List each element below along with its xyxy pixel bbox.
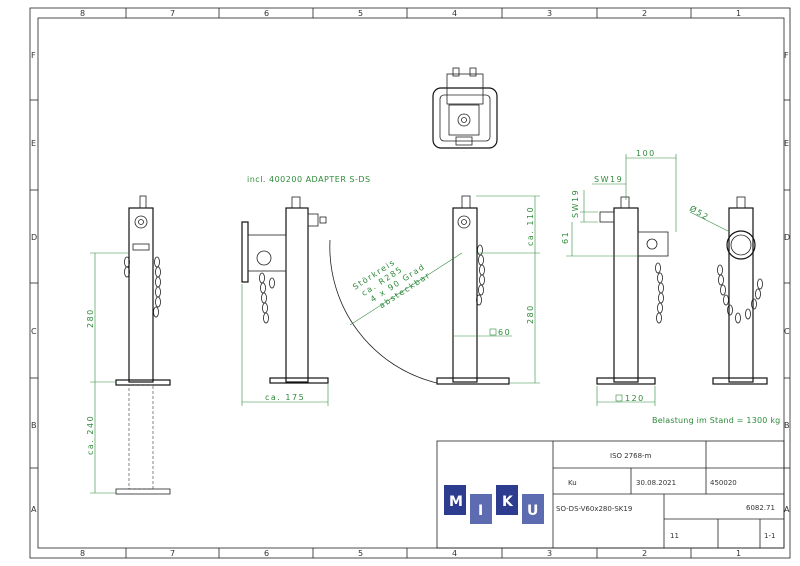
miku-logo: M I K U — [444, 485, 544, 524]
dim-60: 60 — [498, 328, 511, 337]
column-label: 1 — [736, 9, 741, 18]
dim-61: 61 — [561, 231, 570, 244]
dim-175: ca. 175 — [265, 393, 305, 402]
column-label: 4 — [452, 9, 457, 18]
logo-letter: M — [449, 494, 463, 510]
dim-280-mid: 280 — [526, 304, 535, 324]
rear-view-5 — [712, 196, 768, 385]
row-label: D — [784, 233, 790, 242]
dim-120: 120 — [625, 394, 645, 403]
logo-letter: I — [478, 503, 483, 519]
drawing-frame: 8 7 6 5 4 3 2 1 8 7 6 5 4 3 2 1 F E D C … — [29, 7, 791, 559]
column-label: 7 — [170, 549, 175, 558]
column-label: 2 — [642, 549, 647, 558]
row-label: D — [31, 233, 37, 242]
column-label: 7 — [170, 9, 175, 18]
tb-standard: ISO 2768-m — [610, 452, 652, 460]
dim-sw19-v: SW19 — [571, 189, 580, 218]
square-symbol — [615, 394, 623, 402]
row-label: E — [31, 139, 36, 148]
column-label: 5 — [358, 549, 363, 558]
dim-110: ca. 110 — [526, 206, 535, 246]
column-label: 6 — [264, 549, 269, 558]
row-label: A — [784, 505, 790, 514]
front-view-1 — [115, 195, 171, 495]
column-label: 4 — [452, 549, 457, 558]
row-label: B — [784, 421, 790, 430]
tb-date: 30.08.2021 — [636, 479, 676, 487]
load-note: Belastung im Stand = 1300 kg — [652, 416, 780, 425]
tb-author: Ku — [568, 479, 577, 487]
tb-format: 11 — [670, 532, 679, 540]
row-label: B — [31, 421, 37, 430]
column-label: 8 — [80, 9, 85, 18]
side-view-4 — [596, 196, 669, 385]
top-view — [432, 67, 498, 149]
tb-code: 6082.71 — [746, 504, 775, 512]
adapter-note: incl. 400200 ADAPTER S-DS — [247, 175, 371, 184]
row-label: E — [784, 139, 789, 148]
column-label: 5 — [358, 9, 363, 18]
column-label: 2 — [642, 9, 647, 18]
row-label: F — [784, 51, 789, 60]
row-label: C — [784, 327, 790, 336]
column-label: 6 — [264, 9, 269, 18]
logo-box — [470, 494, 492, 524]
logo-box — [522, 494, 544, 524]
dim-280-left: 280 — [86, 308, 95, 328]
side-view-adapter — [241, 196, 329, 384]
row-label: F — [31, 51, 36, 60]
tb-sheet: 1-1 — [764, 532, 775, 540]
logo-box — [444, 485, 466, 515]
logo-box — [496, 485, 518, 515]
dim-240: ca. 240 — [86, 415, 95, 455]
dim-d52: Ø52 — [688, 203, 711, 222]
tb-number: 450020 — [710, 479, 737, 487]
tb-part-name: SO-DS-V60x280-SK19 — [556, 505, 632, 513]
row-label: C — [31, 327, 37, 336]
column-label: 3 — [547, 549, 552, 558]
row-label: A — [31, 505, 37, 514]
dim-sw19-h: SW19 — [594, 175, 623, 184]
dimension-lines — [90, 154, 731, 494]
column-label: 3 — [547, 9, 552, 18]
square-symbol — [489, 328, 497, 336]
swing-circle-note: Störkreis ca. R285 4 x 90 Grad absteckba… — [351, 257, 432, 310]
front-view-3 — [329, 195, 510, 385]
title-block — [436, 440, 785, 549]
logo-letter: U — [527, 503, 538, 519]
dim-100: 100 — [636, 149, 656, 158]
logo-letter: K — [502, 494, 514, 510]
column-label: 8 — [80, 549, 85, 558]
column-label: 1 — [736, 549, 741, 558]
